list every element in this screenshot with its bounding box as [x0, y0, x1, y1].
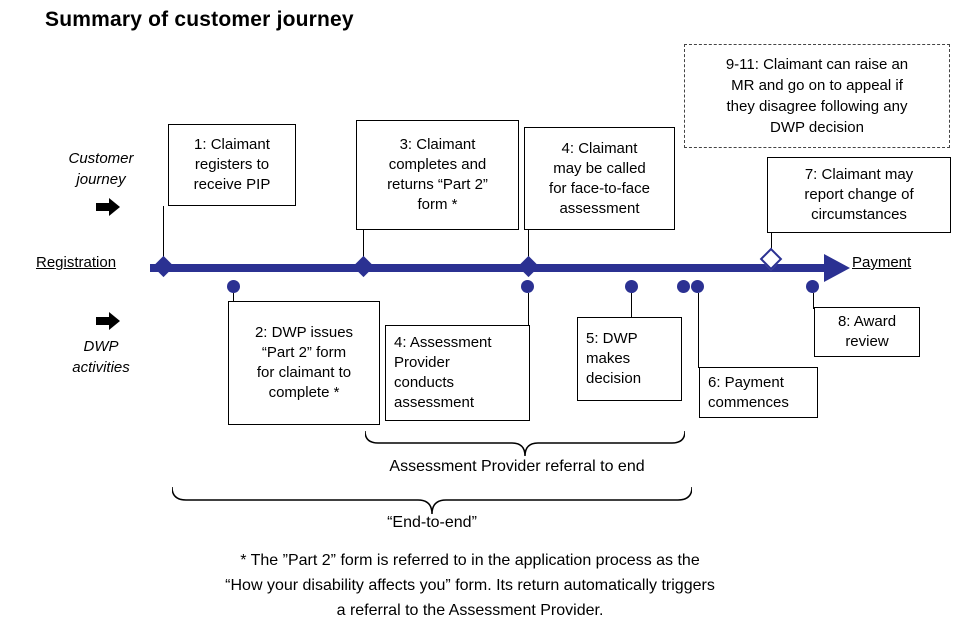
- right-arrow-icon: [96, 198, 122, 216]
- diamond-marker-event-3: [352, 255, 375, 278]
- lane-label-dwp-activities: DWP activities: [72, 338, 130, 376]
- event-box-6-payment-commences: 6: Payment commences: [699, 367, 818, 418]
- timeline-bar: [150, 264, 826, 272]
- curly-brace-end-to-end: [172, 486, 692, 515]
- diamond-marker-event-4: [517, 255, 540, 278]
- connector-event-3: [363, 230, 365, 258]
- curly-brace-assessment-referral: [365, 430, 685, 457]
- timeline-start-label: Registration: [36, 254, 117, 271]
- event-box-4-face-to-face: 4: Claimant may be called for face-to-fa…: [524, 127, 675, 230]
- timeline-end-label: Payment: [852, 254, 912, 271]
- diamond-marker-event-1: [152, 255, 175, 278]
- connector-event-2: [233, 293, 235, 302]
- event-box-4-assessment-provider: 4: Assessment Provider conducts assessme…: [385, 325, 530, 421]
- connector-event-5: [631, 293, 633, 319]
- lane-label-customer-journey: Customer journey: [68, 150, 134, 188]
- circle-marker-event-8: [806, 280, 819, 293]
- circle-marker-event-2: [227, 280, 240, 293]
- circle-marker-event-6b: [691, 280, 704, 293]
- right-arrow-shaft: [96, 317, 109, 325]
- right-arrow-head: [109, 312, 120, 330]
- connector-event-1: [163, 206, 165, 258]
- circle-marker-event-4: [521, 280, 534, 293]
- brace-label-assessment-referral: Assessment Provider referral to end: [389, 458, 645, 475]
- note-box-mr-appeal: 9-11: Claimant can raise an MR and go on…: [684, 44, 950, 148]
- right-arrow-icon: [96, 312, 122, 330]
- event-box-5-dwp-decision: 5: DWP makes decision: [577, 317, 682, 401]
- connector-event-7: [771, 233, 773, 253]
- footnote-part2-explanation: * The ”Part 2” form is referred to in th…: [225, 552, 715, 619]
- circle-marker-event-5: [625, 280, 638, 293]
- connector-event-4-below: [528, 293, 530, 326]
- event-box-3-claimant-returns-part2: 3: Claimant completes and returns “Part …: [356, 120, 519, 230]
- right-arrow-head: [109, 198, 120, 216]
- event-box-1-claimant-registers: 1: Claimant registers to receive PIP: [168, 124, 296, 206]
- event-box-8-award-review: 8: Award review: [814, 307, 920, 357]
- right-arrow-shaft: [96, 203, 109, 211]
- connector-event-8: [813, 293, 815, 309]
- connector-event-6: [698, 293, 700, 368]
- circle-marker-event-6a: [677, 280, 690, 293]
- timeline-arrowhead-icon: [824, 254, 850, 282]
- brace-label-end-to-end: “End-to-end”: [387, 514, 477, 531]
- event-box-7-report-change: 7: Claimant may report change of circums…: [767, 157, 951, 233]
- connector-event-4-above: [528, 230, 530, 258]
- event-box-2-dwp-issues-part2: 2: DWP issues “Part 2” form for claimant…: [228, 301, 380, 425]
- page-title: Summary of customer journey: [45, 8, 354, 31]
